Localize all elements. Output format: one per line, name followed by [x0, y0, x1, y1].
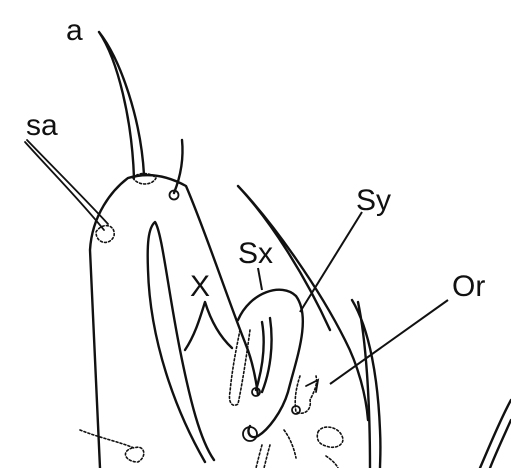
- leader-sy: [299, 211, 363, 313]
- organ-or-tip: [305, 378, 320, 393]
- socket-lower-left: [79, 429, 145, 463]
- leader-sx: [257, 267, 263, 291]
- seta-sx: [236, 288, 304, 439]
- label-a: a: [66, 14, 83, 47]
- leader-or: [329, 299, 449, 385]
- seta-socket: [168, 189, 180, 201]
- seta-sy: [236, 184, 370, 422]
- appendage-outline: [88, 174, 248, 468]
- structure-x-dotted: [228, 329, 251, 407]
- seta-sa: [24, 139, 109, 231]
- socket-sa: [95, 224, 115, 244]
- label-sy: Sy: [356, 184, 391, 217]
- label-or: Or: [452, 270, 485, 303]
- organ-or-socket: [291, 405, 301, 415]
- seta-short: [172, 138, 184, 195]
- organ-or: [294, 375, 318, 415]
- inner-lobe: [146, 220, 216, 464]
- right-body-curve: [478, 398, 511, 468]
- structure-x: [183, 300, 234, 352]
- seta-a: [97, 30, 146, 180]
- label-sx: Sx: [238, 237, 273, 270]
- seta-sx-socket: [251, 387, 261, 397]
- seta-sy-lower: [350, 298, 382, 468]
- label-x: X: [190, 270, 210, 303]
- socket-lower-right: [316, 426, 344, 449]
- seta-sx-base: [242, 426, 258, 442]
- socket-a: [132, 172, 157, 185]
- label-sa: sa: [26, 109, 58, 142]
- lower-dotted-strands: [283, 429, 339, 468]
- seta-sx-inner: [254, 316, 273, 394]
- seta-sx-dotted-stem: [255, 444, 271, 468]
